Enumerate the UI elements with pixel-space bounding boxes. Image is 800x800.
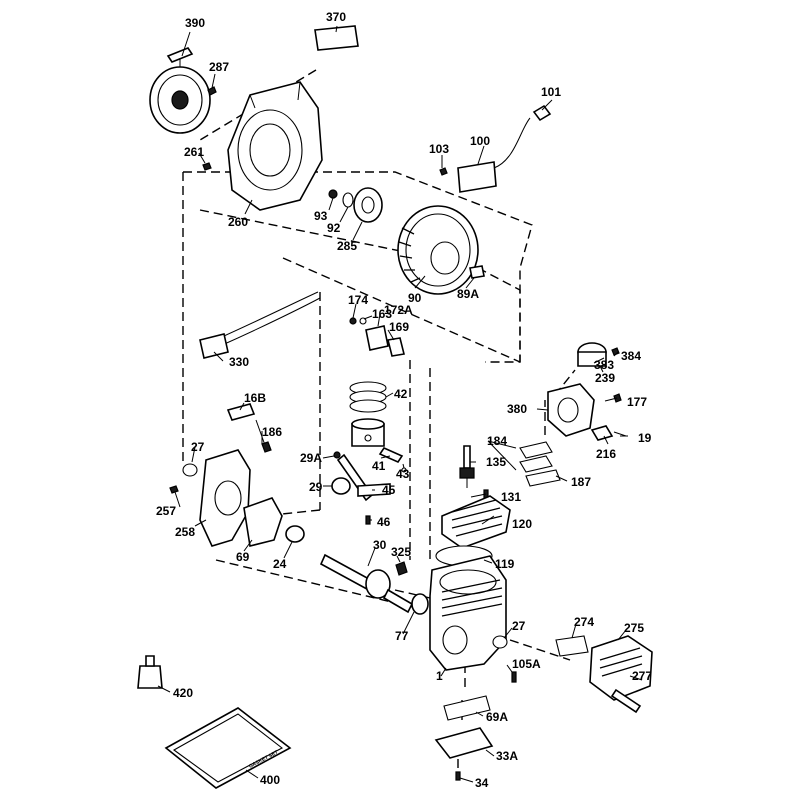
label-69: 69 (236, 550, 250, 564)
label-400: 400 (260, 773, 280, 787)
label-260: 260 (228, 215, 248, 229)
cylinder-block (429, 555, 507, 671)
part-number-labels: 390 370 287 261 260 93 92 285 90 89A 103… (156, 10, 652, 790)
flywheel (397, 205, 479, 295)
carburetor (547, 342, 627, 441)
label-274: 274 (574, 615, 594, 629)
label-383: 383 (594, 358, 614, 372)
label-370: 370 (326, 10, 346, 24)
screw-261 (202, 162, 212, 171)
label-275: 275 (624, 621, 644, 635)
label-277: 277 (632, 669, 652, 683)
label-41: 41 (372, 459, 386, 473)
label-172A: 172A (384, 303, 413, 317)
label-89A: 89A (457, 287, 479, 301)
base-plate (434, 695, 494, 781)
label-285: 285 (337, 239, 357, 253)
label-69A: 69A (486, 710, 508, 724)
label-101: 101 (541, 85, 561, 99)
label-16B: 16B (244, 391, 266, 405)
wiring-harness (199, 291, 321, 359)
piston (351, 418, 385, 447)
label-257: 257 (156, 504, 176, 518)
carb-mount-hardware (349, 317, 405, 357)
label-34: 34 (475, 776, 489, 790)
label-1: 1 (436, 669, 443, 683)
label-380: 380 (507, 402, 527, 416)
label-330: 330 (229, 355, 249, 369)
label-27-right: 27 (512, 619, 526, 633)
blower-housing (227, 81, 323, 211)
label-131: 131 (501, 490, 521, 504)
label-100: 100 (470, 134, 490, 148)
cylinder-head (441, 495, 511, 549)
label-77: 77 (395, 629, 409, 643)
label-239: 239 (595, 371, 615, 385)
label-261: 261 (184, 145, 204, 159)
label-29A: 29A (300, 451, 322, 465)
rewind-starter (149, 47, 211, 134)
label-216: 216 (596, 447, 616, 461)
label-105A: 105A (512, 657, 541, 671)
starter-cup-assembly (328, 187, 383, 223)
label-43: 43 (396, 467, 410, 481)
label-163: 163 (372, 307, 392, 321)
label-186: 186 (262, 425, 282, 439)
label-187: 187 (571, 475, 591, 489)
label-177: 177 (627, 395, 647, 409)
label-45: 45 (382, 483, 396, 497)
connecting-rod (331, 451, 391, 525)
flywheel-key (469, 265, 485, 279)
label-174: 174 (348, 293, 368, 307)
label-120: 120 (512, 517, 532, 531)
intake-gaskets (519, 441, 561, 487)
label-169: 169 (389, 320, 409, 334)
leader-lines (157, 25, 643, 783)
label-90: 90 (408, 291, 422, 305)
label-29: 29 (309, 480, 323, 494)
crankcase-cover (169, 449, 305, 547)
label-135: 135 (486, 455, 506, 469)
muffler-assembly (492, 635, 653, 714)
label-33A: 33A (496, 749, 518, 763)
label-384: 384 (621, 349, 641, 363)
main-bearing (411, 593, 429, 615)
label-420: 420 (173, 686, 193, 700)
label-390: 390 (185, 16, 205, 30)
label-93: 93 (314, 209, 328, 223)
label-19: 19 (638, 431, 652, 445)
spark-plug (459, 445, 475, 488)
oil-bottle (137, 655, 163, 689)
decal (314, 25, 359, 51)
label-42: 42 (394, 387, 408, 401)
label-24: 24 (273, 557, 287, 571)
screw-287 (207, 86, 217, 96)
label-92: 92 (327, 221, 341, 235)
label-119: 119 (495, 557, 515, 571)
label-46: 46 (377, 515, 391, 529)
label-27-left: 27 (191, 440, 205, 454)
wrist-pin (378, 446, 407, 473)
label-258: 258 (175, 525, 195, 539)
label-184: 184 (487, 434, 507, 448)
label-325: 325 (391, 545, 411, 559)
ignition-module (439, 104, 552, 193)
label-287: 287 (209, 60, 229, 74)
crankshaft (319, 553, 414, 614)
piston-rings (349, 381, 387, 413)
label-103: 103 (429, 142, 449, 156)
label-30: 30 (373, 538, 387, 552)
